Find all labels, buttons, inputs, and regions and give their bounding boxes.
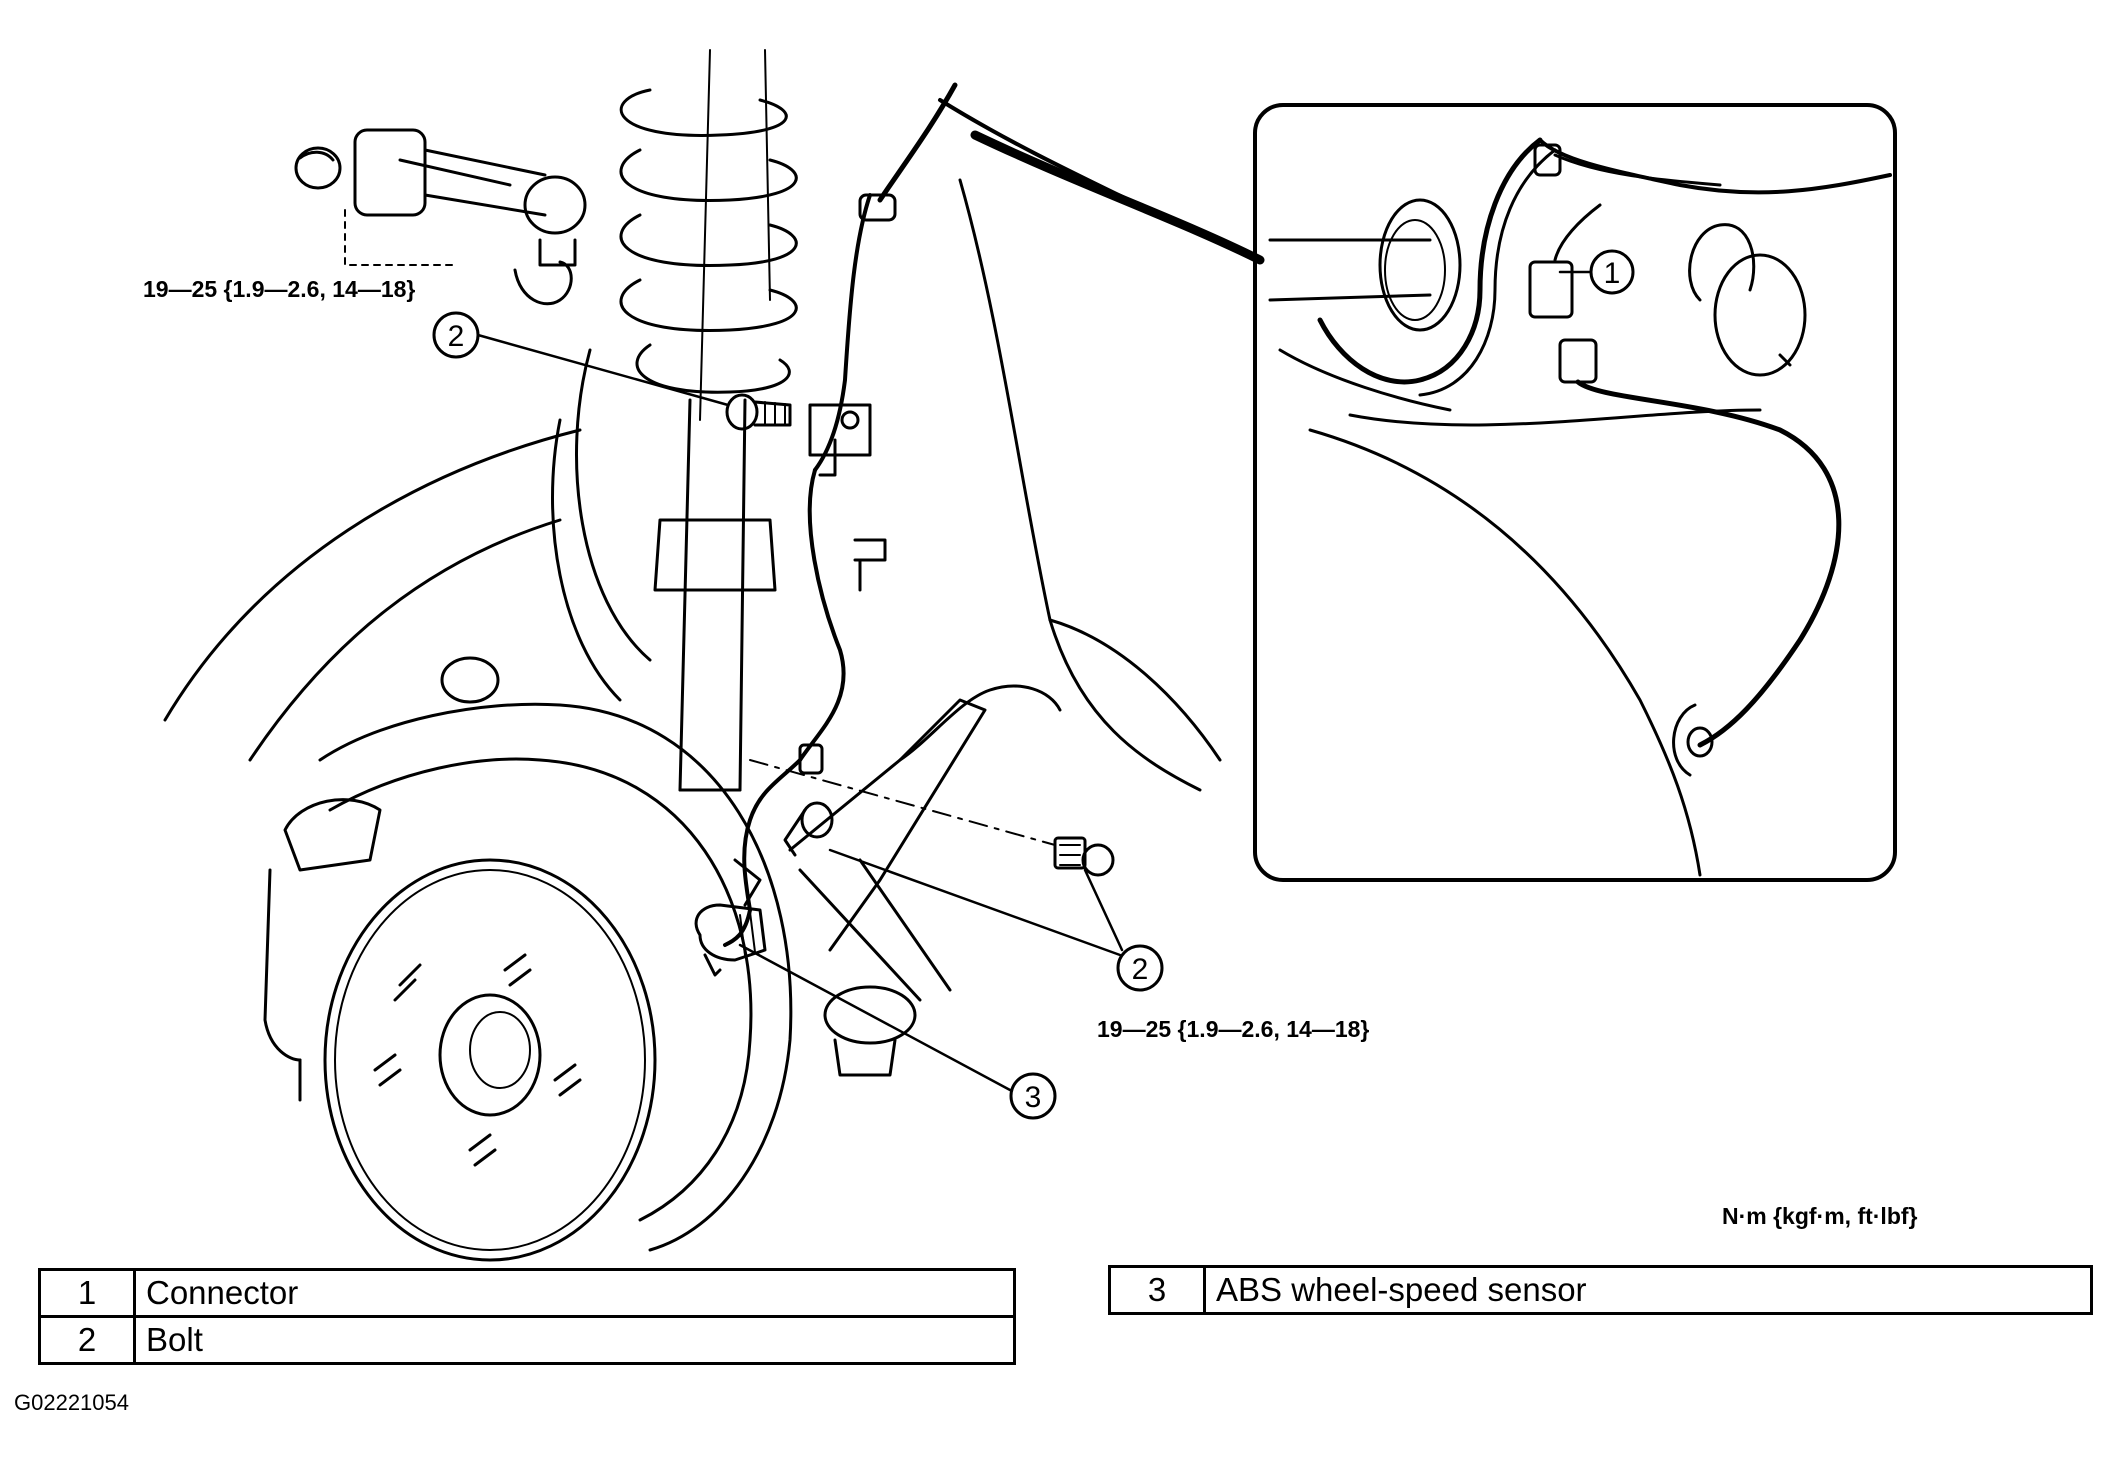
torque-units: N·m {kgf·m, ft·lbf} bbox=[1722, 1203, 1918, 1229]
tie-rod-end bbox=[294, 128, 587, 306]
lower-control-arm bbox=[788, 684, 1062, 1077]
brake-disc bbox=[318, 702, 793, 1262]
strut-body bbox=[440, 348, 777, 792]
figure-code: G02221054 bbox=[14, 1390, 129, 1415]
legend-number: 2 bbox=[38, 1315, 136, 1365]
brake-caliper bbox=[263, 798, 382, 1102]
inset-detail bbox=[1268, 137, 1892, 877]
legend-row: 1 Connector bbox=[38, 1268, 1016, 1318]
legend-row: 2 Bolt bbox=[38, 1315, 1016, 1365]
coil-spring bbox=[619, 49, 798, 421]
callout-circle-2-lower: 2 bbox=[1116, 944, 1164, 992]
legend-label: Bolt bbox=[133, 1315, 1016, 1365]
sensor-bracket-upper bbox=[808, 403, 887, 592]
callout-2-upper-text: 2 bbox=[448, 320, 465, 353]
bolt-upper bbox=[725, 393, 792, 431]
legend-table-left: 1 Connector 2 Bolt bbox=[38, 1268, 1016, 1365]
torque-spec-lower: 19—25 {1.9—2.6, 14—18} bbox=[1097, 1016, 1370, 1042]
sensor-harness bbox=[723, 82, 958, 947]
legend-row: 3 ABS wheel-speed sensor bbox=[1108, 1265, 2093, 1315]
body-outline bbox=[163, 98, 1222, 792]
callout-leaders bbox=[476, 270, 1592, 1092]
legend-table-right: 3 ABS wheel-speed sensor bbox=[1108, 1265, 2093, 1315]
inset-frame bbox=[1253, 103, 1897, 882]
legend-label: Connector bbox=[133, 1268, 1016, 1318]
callout-circle-1: 1 bbox=[1589, 249, 1635, 295]
callout-circle-2-upper: 2 bbox=[432, 311, 480, 359]
legend-number: 3 bbox=[1108, 1265, 1206, 1315]
bolt-lower bbox=[783, 801, 1115, 877]
inset-leader bbox=[970, 130, 1265, 265]
abs-wheel-speed-sensor bbox=[694, 858, 767, 977]
callout-3-text: 3 bbox=[1025, 1081, 1042, 1114]
bolt-alignment-line bbox=[749, 759, 1056, 846]
legend-number: 1 bbox=[38, 1268, 136, 1318]
legend-label: ABS wheel-speed sensor bbox=[1203, 1265, 2093, 1315]
torque-spec-upper: 19—25 {1.9—2.6, 14—18} bbox=[143, 276, 416, 302]
callout-circle-3: 3 bbox=[1009, 1072, 1057, 1120]
callout-2-lower-text: 2 bbox=[1132, 953, 1149, 986]
callout-1-text: 1 bbox=[1604, 257, 1621, 290]
